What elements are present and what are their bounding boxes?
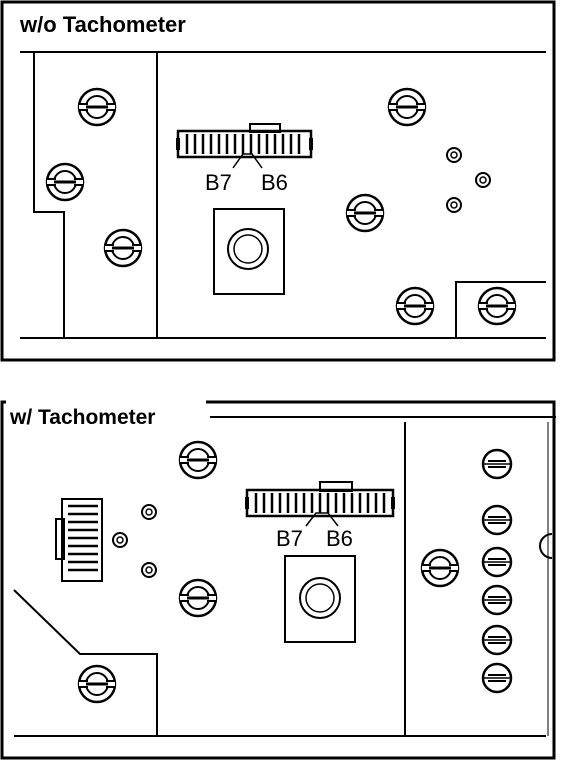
panel-title: w/o Tachometer bbox=[19, 12, 186, 37]
screw-icon bbox=[481, 624, 513, 656]
panel-with-tachometer: w/ Tachometer bbox=[0, 394, 576, 764]
board-diagonal-edge bbox=[13, 589, 158, 736]
partial-screw-icon bbox=[539, 533, 553, 559]
pin-label-b6: B6 bbox=[261, 170, 288, 195]
small-screw-icon bbox=[475, 172, 491, 188]
board-left-edge bbox=[33, 52, 65, 338]
socket-icon bbox=[284, 555, 356, 643]
screw-icon bbox=[395, 286, 435, 326]
panel-title: w/ Tachometer bbox=[9, 406, 155, 429]
screw-icon bbox=[481, 546, 513, 578]
circuit-board-diagram-1: w/o Tachometer B7 B6 bbox=[0, 0, 556, 362]
screw-icon bbox=[77, 664, 117, 704]
pin-leader-lines bbox=[305, 512, 339, 527]
small-screw-icon bbox=[141, 504, 157, 520]
screw-icon bbox=[481, 448, 513, 480]
screw-icon bbox=[481, 504, 513, 536]
panel-frame bbox=[0, 0, 556, 362]
screw-icon bbox=[481, 662, 513, 694]
screw-icon bbox=[481, 584, 513, 616]
board-corner-edge bbox=[455, 281, 546, 338]
side-connector-icon bbox=[55, 498, 103, 582]
screw-icon bbox=[45, 162, 85, 202]
pin-label-b7: B7 bbox=[276, 526, 303, 551]
panel-without-tachometer: w/o Tachometer B7 B6 bbox=[0, 0, 576, 370]
screw-icon bbox=[178, 578, 218, 618]
socket-icon bbox=[213, 208, 285, 295]
panel-frame bbox=[0, 400, 556, 760]
screw-icon bbox=[420, 548, 460, 588]
connector-icon bbox=[176, 123, 313, 159]
small-screw-icon bbox=[446, 197, 462, 213]
circuit-board-diagram-2: w/ Tachometer bbox=[0, 398, 556, 760]
connector-icon bbox=[245, 481, 395, 518]
small-screw-icon bbox=[446, 147, 462, 163]
title-backdrop bbox=[6, 398, 206, 428]
screw-icon bbox=[103, 228, 143, 268]
screw-icon bbox=[178, 440, 218, 480]
pin-label-b6: B6 bbox=[326, 526, 353, 551]
small-screw-icon bbox=[112, 532, 128, 548]
pin-leader-lines bbox=[232, 153, 263, 169]
screw-icon bbox=[387, 87, 427, 127]
pin-label-b7: B7 bbox=[205, 170, 232, 195]
small-screw-icon bbox=[141, 562, 157, 578]
screw-icon bbox=[77, 87, 117, 127]
screw-icon bbox=[345, 193, 385, 233]
screw-icon bbox=[477, 286, 517, 326]
